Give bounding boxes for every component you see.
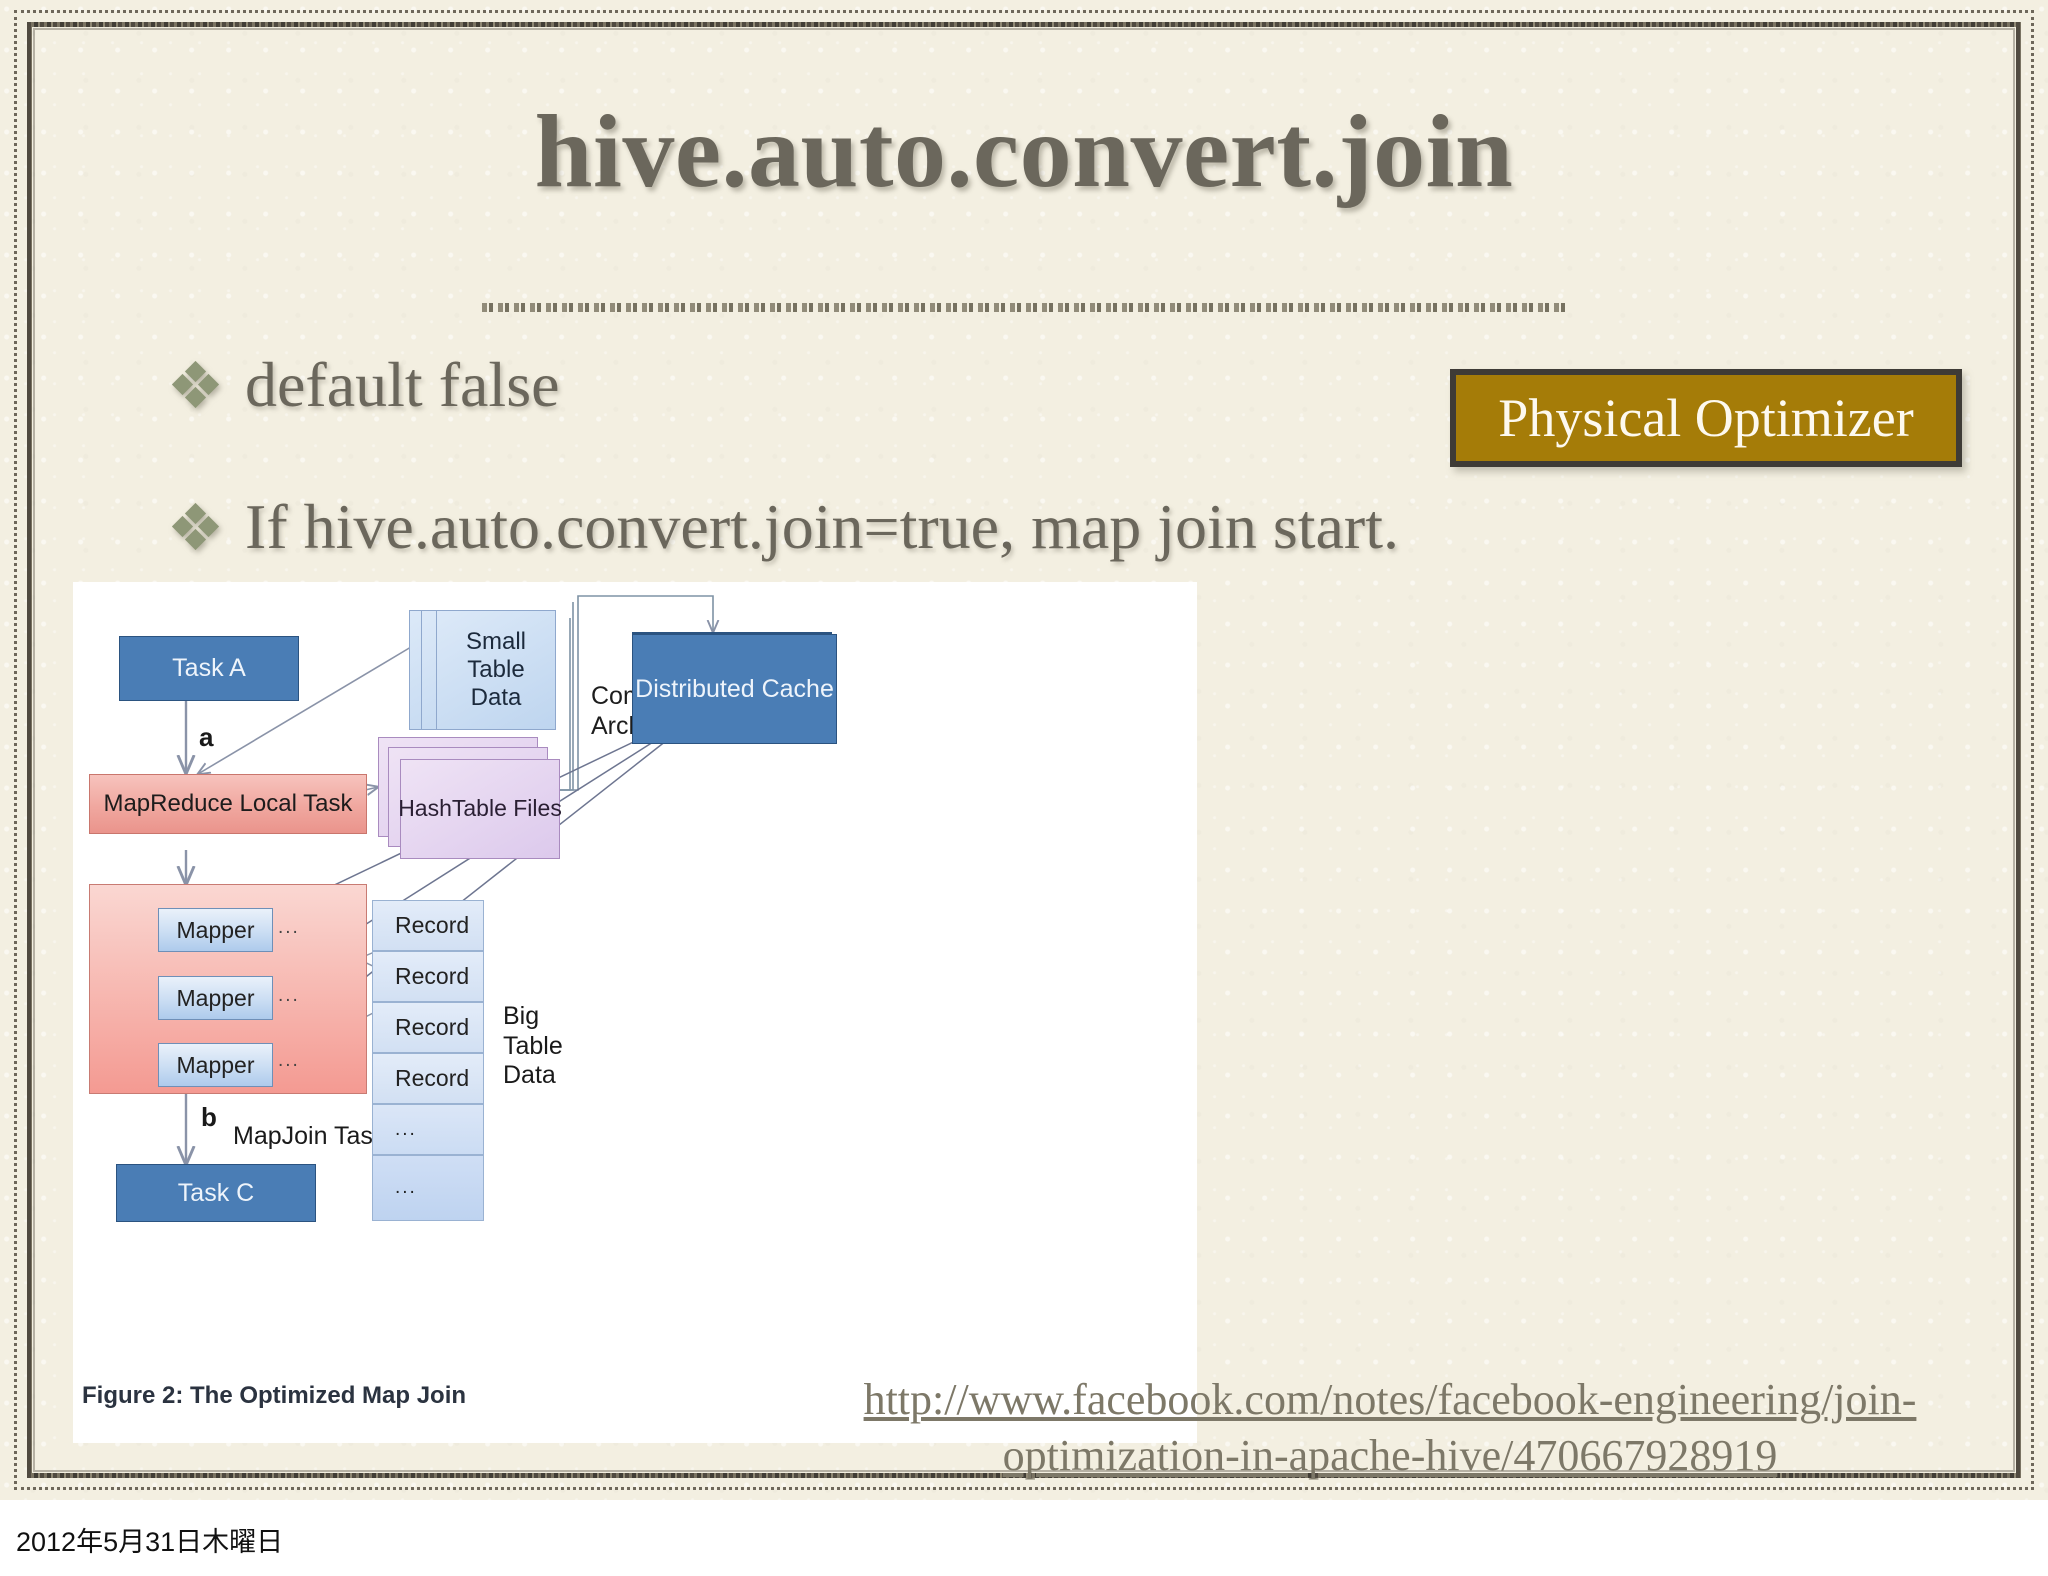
record-cell-5: ... xyxy=(372,1104,484,1155)
physical-optimizer-callout: Physical Optimizer xyxy=(1450,369,1962,467)
source-link[interactable]: http://www.facebook.com/notes/facebook-e… xyxy=(800,1372,1980,1485)
record-cell-2: Record xyxy=(372,951,484,1002)
node-mapreduce-local-task: MapReduce Local Task xyxy=(89,774,367,834)
footer-date: 2012年5月31日木曜日 xyxy=(16,1527,284,1557)
diamond-bullet-icon xyxy=(171,360,220,409)
slide-canvas: hive.auto.convert.join default false If … xyxy=(0,0,2048,1500)
figure-caption: Figure 2: The Optimized Map Join xyxy=(82,1382,467,1409)
source-link-text[interactable]: http://www.facebook.com/notes/facebook-e… xyxy=(863,1375,1917,1481)
node-mapper-3: Mapper xyxy=(158,1043,273,1087)
record-cell-1: Record xyxy=(372,900,484,951)
callout-label: Physical Optimizer xyxy=(1498,388,1914,448)
record-cell-4: Record xyxy=(372,1053,484,1104)
record-cell-3: Record xyxy=(372,1002,484,1053)
small-table-data-sheet-front: Small Table Data xyxy=(436,610,556,730)
hashtable-files-sheet-front: HashTable Files xyxy=(398,759,562,859)
mapper-ellipsis-1: ... xyxy=(278,917,300,938)
title-divider xyxy=(480,300,1570,314)
edge-label-a: a xyxy=(199,722,214,752)
bullet-item-auto-convert: If hive.auto.convert.join=true, map join… xyxy=(171,490,1399,564)
map-join-diagram: Task A a MapReduce Local Task Small Tabl… xyxy=(73,582,1197,1443)
distributed-cache-anchor xyxy=(632,632,832,634)
decorative-frame-hairline xyxy=(33,28,2015,1472)
label-big-table-data: Big Table Data xyxy=(503,1002,563,1089)
label-mapjoin-task: MapJoin Task xyxy=(233,1122,386,1150)
bullet-label: default false xyxy=(245,349,560,420)
diamond-bullet-icon xyxy=(171,502,220,551)
mapper-ellipsis-3: ... xyxy=(278,1050,300,1071)
node-task-c: Task C xyxy=(116,1164,316,1222)
node-small-table-data: Small Table Data xyxy=(465,627,526,712)
mapper-ellipsis-2: ... xyxy=(278,985,300,1006)
node-task-a: Task A xyxy=(119,636,299,701)
bullet-label: If hive.auto.convert.join=true, map join… xyxy=(245,491,1399,562)
record-cell-6: ... xyxy=(372,1155,484,1221)
bullet-item-default-false: default false xyxy=(171,348,560,422)
node-distributed-cache: Distributed Cache xyxy=(632,634,837,744)
slide-title: hive.auto.convert.join xyxy=(534,94,1514,209)
node-mapper-2: Mapper xyxy=(158,976,273,1020)
decorative-frame-outer xyxy=(14,10,2034,1490)
node-hashtable-files: HashTable Files xyxy=(398,795,562,822)
node-mapper-1: Mapper xyxy=(158,908,273,952)
edge-label-b: b xyxy=(201,1102,217,1132)
